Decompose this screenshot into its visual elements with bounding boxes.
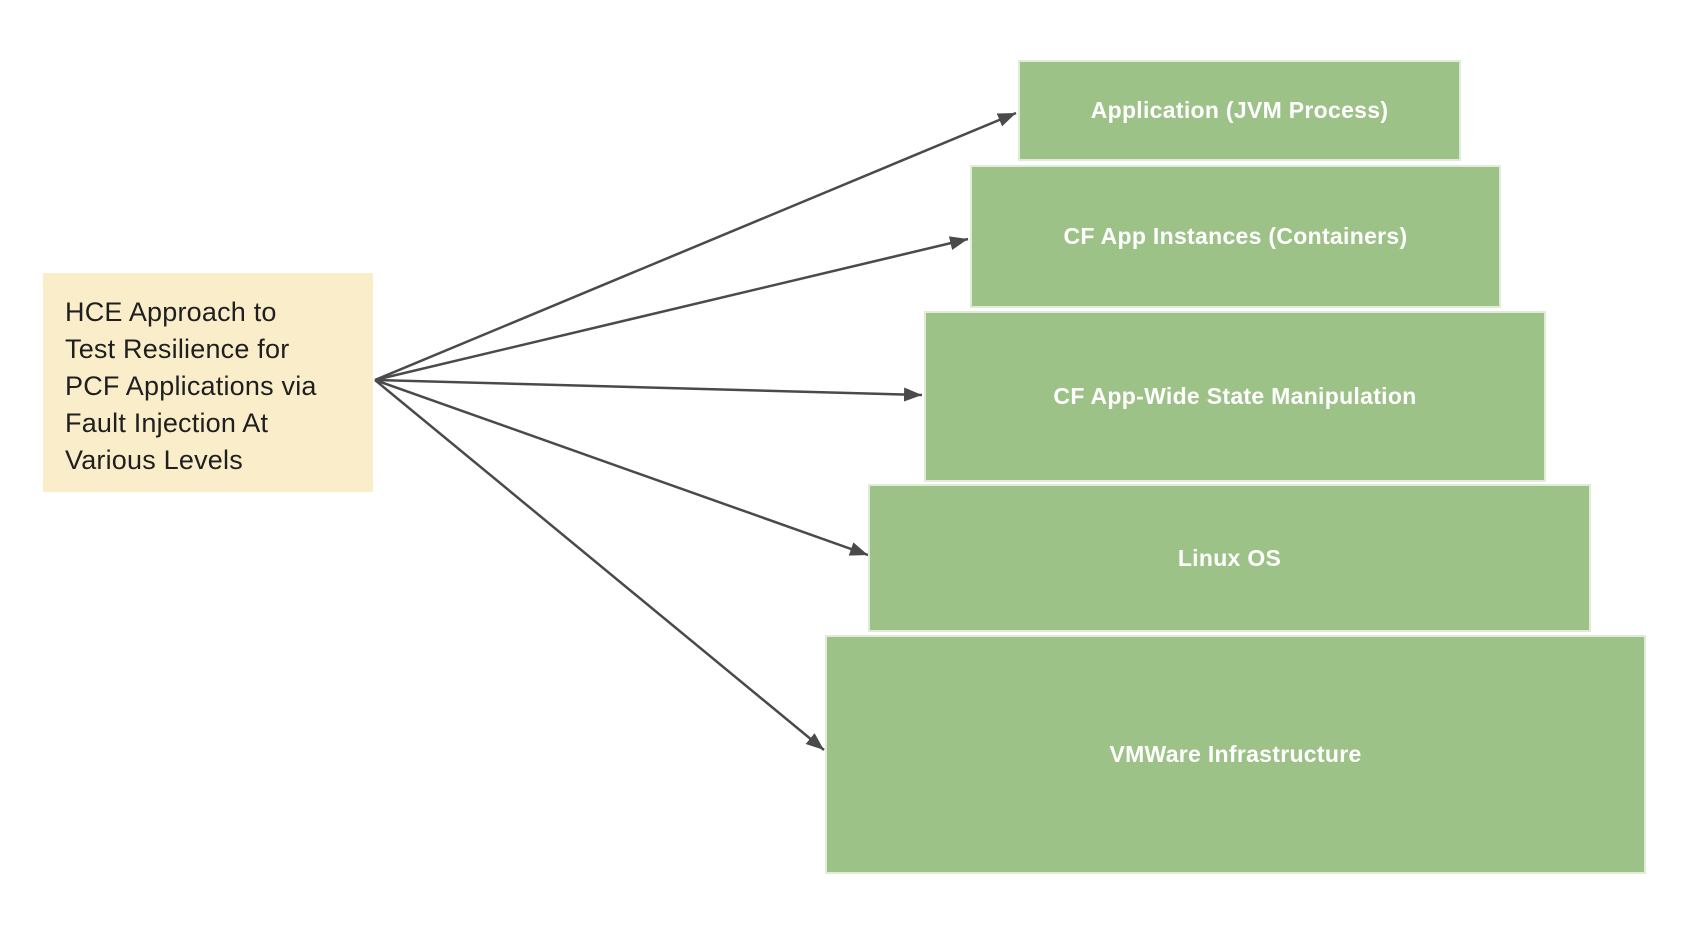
level-application-label: Application (JVM Process) — [1090, 97, 1389, 123]
level-cf-app-wide-state-label: CF App-Wide State Manipulation — [1053, 383, 1417, 409]
arrow-to-cf-app-instances — [374, 236, 969, 382]
arrow-to-vmware-infrastructure — [374, 379, 825, 751]
arrow-to-cf-app-wide-state — [374, 378, 923, 402]
arrow-to-linux-os — [374, 378, 869, 557]
arrow-to-application — [374, 111, 1017, 382]
level-application: Application (JVM Process) — [1018, 60, 1461, 161]
level-cf-app-instances-label: CF App Instances (Containers) — [1063, 223, 1408, 249]
level-linux-os-label: Linux OS — [1177, 544, 1282, 571]
level-vmware-infrastructure-label: VMWare Infrastructure — [1109, 741, 1362, 767]
level-linux-os: Linux OS — [868, 484, 1591, 632]
source-note: HCE Approach to Test Resilience for PCF … — [43, 273, 373, 492]
level-vmware-infrastructure: VMWare Infrastructure — [825, 635, 1646, 874]
level-cf-app-instances: CF App Instances (Containers) — [970, 165, 1501, 308]
level-cf-app-wide-state: CF App-Wide State Manipulation — [924, 311, 1546, 482]
source-note-text: HCE Approach to Test Resilience for PCF … — [65, 297, 317, 475]
